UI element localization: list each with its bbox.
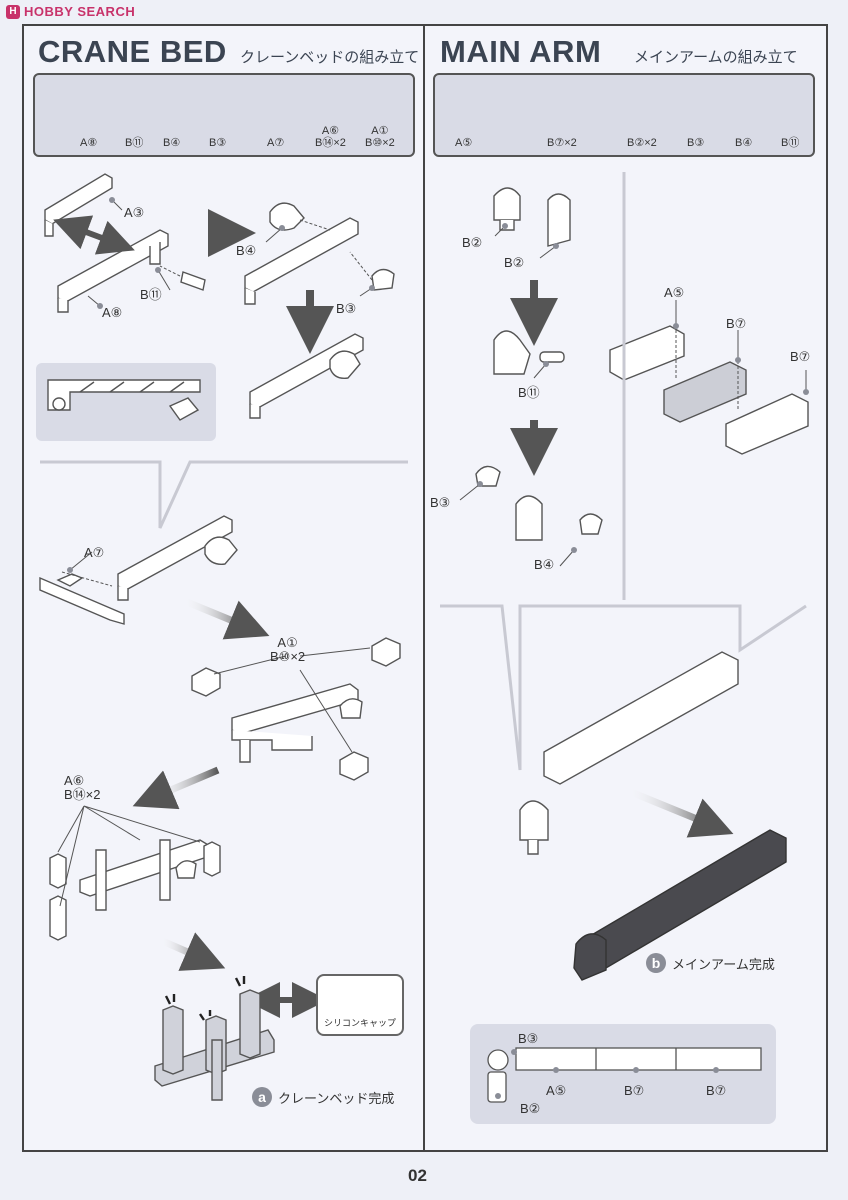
callout-a8: A⑧ bbox=[102, 305, 123, 320]
diagram-label-b7: B⑦ bbox=[624, 1083, 645, 1098]
callout-b7: B⑦ bbox=[790, 349, 811, 364]
page-number: 02 bbox=[408, 1166, 427, 1185]
part-label: B④ bbox=[163, 137, 181, 149]
completion-badge-b: b bbox=[646, 953, 666, 973]
callout-b2: B② bbox=[462, 235, 483, 250]
part-label: A① B⑩×2 bbox=[365, 125, 395, 149]
part-label: A⑥ B⑭×2 bbox=[315, 125, 346, 149]
part-label: B②×2 bbox=[627, 137, 657, 149]
arm-step2 bbox=[493, 330, 565, 375]
part-label: A⑤ bbox=[455, 137, 473, 149]
crane-step1 bbox=[44, 173, 395, 313]
callout-a3: A③ bbox=[124, 205, 145, 220]
completion-text: メインアーム完成 bbox=[672, 956, 775, 972]
diagram-label-b7: B⑦ bbox=[706, 1083, 727, 1098]
part-label: B④ bbox=[735, 137, 753, 149]
arm-step-right bbox=[609, 325, 809, 455]
callout-b3: B③ bbox=[430, 495, 451, 510]
part-label: B③ bbox=[209, 137, 227, 149]
part-label: B⑪ bbox=[125, 137, 144, 149]
callout-b7: B⑦ bbox=[726, 316, 747, 331]
completion-badge-a: a bbox=[252, 1087, 272, 1107]
crane-parts-box: A⑧ B⑪ B④ B③ A⑦ A⑥ B⑭×2 A① B⑩×2 bbox=[33, 73, 415, 157]
watermark-text: HOBBY SEARCH bbox=[24, 4, 136, 19]
part-label: A⑧ bbox=[80, 137, 98, 149]
column-divider bbox=[423, 24, 425, 1150]
crane-step1-result bbox=[249, 333, 364, 419]
main-arm-completion: b メインアーム完成 bbox=[646, 953, 775, 973]
crane-bed-completion: a クレーンベッド完成 bbox=[252, 1087, 394, 1107]
callout-a5: A⑤ bbox=[664, 285, 685, 300]
diagram-label-b3: B③ bbox=[518, 1031, 539, 1046]
main-arm-complete bbox=[573, 829, 787, 981]
callout-b4: B④ bbox=[236, 243, 257, 258]
diagram-label-b2: B② bbox=[520, 1101, 541, 1116]
callout-b4: B④ bbox=[534, 557, 555, 572]
part-label: B③ bbox=[687, 137, 705, 149]
callout-b11: B⑪ bbox=[140, 287, 162, 302]
crane-bed-title: CRANE BED bbox=[38, 34, 227, 69]
callout-b3: B③ bbox=[336, 301, 357, 316]
instruction-frame bbox=[22, 24, 828, 1152]
crane-step3 bbox=[191, 637, 401, 781]
arm-step4 bbox=[519, 651, 739, 855]
crane-bed-subtitle: クレーンベッドの組み立て bbox=[240, 49, 420, 66]
crane-bed-complete bbox=[154, 989, 275, 1101]
crane-step4 bbox=[49, 839, 221, 941]
silicon-cap-box: シリコンキャップ bbox=[316, 974, 404, 1036]
silicon-cap-label: シリコンキャップ bbox=[323, 1018, 396, 1028]
part-label: B⑦×2 bbox=[547, 137, 577, 149]
arm-parts-box: A⑤ B⑦×2 B②×2 B③ B④ B⑪ bbox=[433, 73, 815, 157]
arm-step1 bbox=[493, 187, 571, 247]
watermark-logo-icon: H bbox=[6, 4, 20, 19]
callout-b11: B⑪ bbox=[518, 385, 540, 400]
arm-step3 bbox=[475, 465, 603, 541]
part-label: B⑪ bbox=[781, 137, 800, 149]
callout-a1-b10: A① B⑩×2 bbox=[270, 635, 306, 664]
diagram-label-a5: A⑤ bbox=[546, 1083, 567, 1098]
watermark: H HOBBY SEARCH bbox=[6, 4, 135, 19]
part-label: A⑦ bbox=[267, 137, 285, 149]
main-arm-subtitle: メインアームの組み立て bbox=[634, 49, 798, 66]
callout-a7: A⑦ bbox=[84, 545, 105, 560]
callout-b2: B② bbox=[504, 255, 525, 270]
completion-text: クレーンベッド完成 bbox=[278, 1090, 395, 1106]
callout-a6-b14: A⑥ B⑭×2 bbox=[64, 773, 101, 802]
main-arm-title: MAIN ARM bbox=[440, 34, 602, 69]
